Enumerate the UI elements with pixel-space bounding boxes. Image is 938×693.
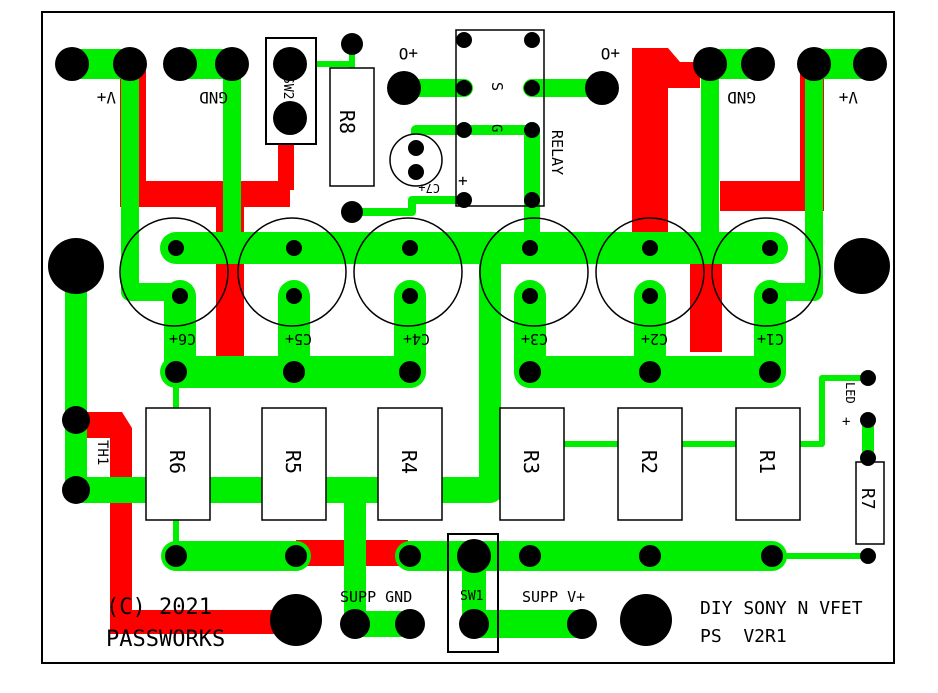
sw2-label: SW2 (280, 76, 295, 99)
c7-label: C7+ (418, 181, 440, 195)
top-traces (63, 41, 885, 638)
r3-body (499, 407, 565, 521)
cap-c4-outline (353, 217, 463, 327)
relay-pin-s-label: S (488, 82, 506, 91)
output-right-label: +O (601, 44, 620, 63)
cap-c6-outline (119, 217, 229, 327)
c2-label: C2+ (641, 330, 668, 348)
relay-label: RELAY (548, 130, 566, 175)
credit-line-1: (C) 2021 (106, 595, 212, 620)
c6-label: C6+ (169, 330, 196, 348)
sw1-outline (447, 533, 499, 653)
c5-label: C5+ (285, 330, 312, 348)
output-left-label: +O (399, 44, 418, 63)
relay-pin-g-label: G (488, 124, 504, 132)
led-label: LED (843, 382, 857, 404)
title-line-2: PS V2R1 (700, 626, 787, 647)
c4-label: C4+ (403, 330, 430, 348)
sw1-label: SW1 (460, 589, 483, 604)
component-outlines (119, 29, 885, 653)
cap-c5-outline (237, 217, 347, 327)
supp-vplus-label: SUPP V+ (522, 588, 585, 606)
led-plus-label: + (842, 414, 850, 430)
header-gnd-right-label: GND (727, 88, 756, 107)
th1-label: TH1 (94, 440, 110, 465)
r2-body (617, 407, 683, 521)
c1-label: C1+ (757, 330, 784, 348)
relay-outline (455, 29, 545, 207)
silkscreen-labels: V+ GND GND V+ +O +O SW2 R8 RELAY S G + C… (94, 44, 878, 652)
header-vplus-left-label: V+ (97, 88, 116, 107)
r5-body (261, 407, 327, 521)
cap-c7-outline (389, 133, 443, 187)
board-outline (41, 11, 895, 664)
r7-body (855, 461, 885, 545)
r8-body (329, 67, 375, 187)
header-gnd-left-label: GND (199, 88, 228, 107)
r5-label: R5 (281, 450, 305, 474)
r4-label: R4 (397, 450, 421, 474)
r4-body (377, 407, 443, 521)
r3-label: R3 (519, 450, 543, 474)
r6-body (145, 407, 211, 521)
r8-label: R8 (335, 110, 359, 134)
title-line-1: DIY SONY N VFET (700, 598, 863, 619)
c3-label: C3+ (521, 330, 548, 348)
cap-c3-outline (479, 217, 589, 327)
cap-c1-outline (711, 217, 821, 327)
relay-pin-plus-label: + (458, 171, 468, 190)
r2-label: R2 (637, 450, 661, 474)
r1-label: R1 (755, 450, 779, 474)
header-vplus-right-label: V+ (839, 88, 858, 107)
credit-line-2: PASSWORKS (106, 627, 225, 652)
pads (48, 32, 890, 646)
r1-body (735, 407, 801, 521)
r6-label: R6 (165, 450, 189, 474)
r7-label: R7 (857, 488, 878, 510)
cap-c2-outline (595, 217, 705, 327)
supp-gnd-label: SUPP GND (340, 588, 412, 606)
